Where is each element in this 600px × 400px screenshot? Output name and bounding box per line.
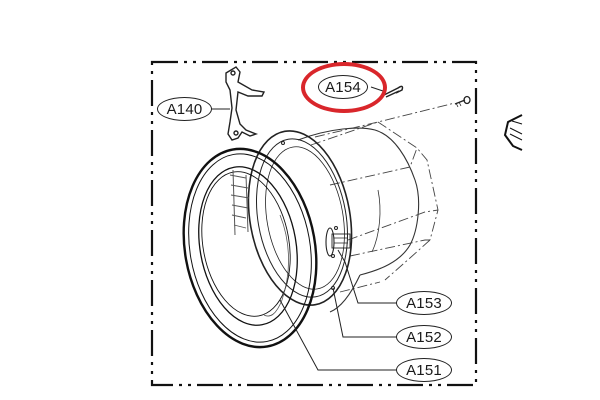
adjacent-part-fragment: [503, 114, 523, 151]
door-lock-part: [325, 227, 351, 257]
part-label-a140[interactable]: A140: [157, 97, 212, 121]
hook-clip-part: [383, 85, 404, 98]
door-frame: [182, 147, 318, 349]
door-glass: [229, 169, 289, 317]
screw-part: [454, 95, 471, 108]
assembly-boundary: [150, 60, 478, 387]
part-label-a153[interactable]: A153: [396, 291, 452, 315]
part-label-a152[interactable]: A152: [396, 325, 452, 349]
exploded-view-guidelines: [310, 102, 456, 293]
hinge-bracket-part: [225, 66, 266, 141]
highlight-ring-a154: [301, 62, 387, 113]
tub-front-ring: [247, 130, 353, 306]
tub-front-housing: [297, 127, 420, 313]
part-label-a154[interactable]: A154: [318, 75, 368, 99]
part-label-a151[interactable]: A151: [396, 358, 452, 382]
